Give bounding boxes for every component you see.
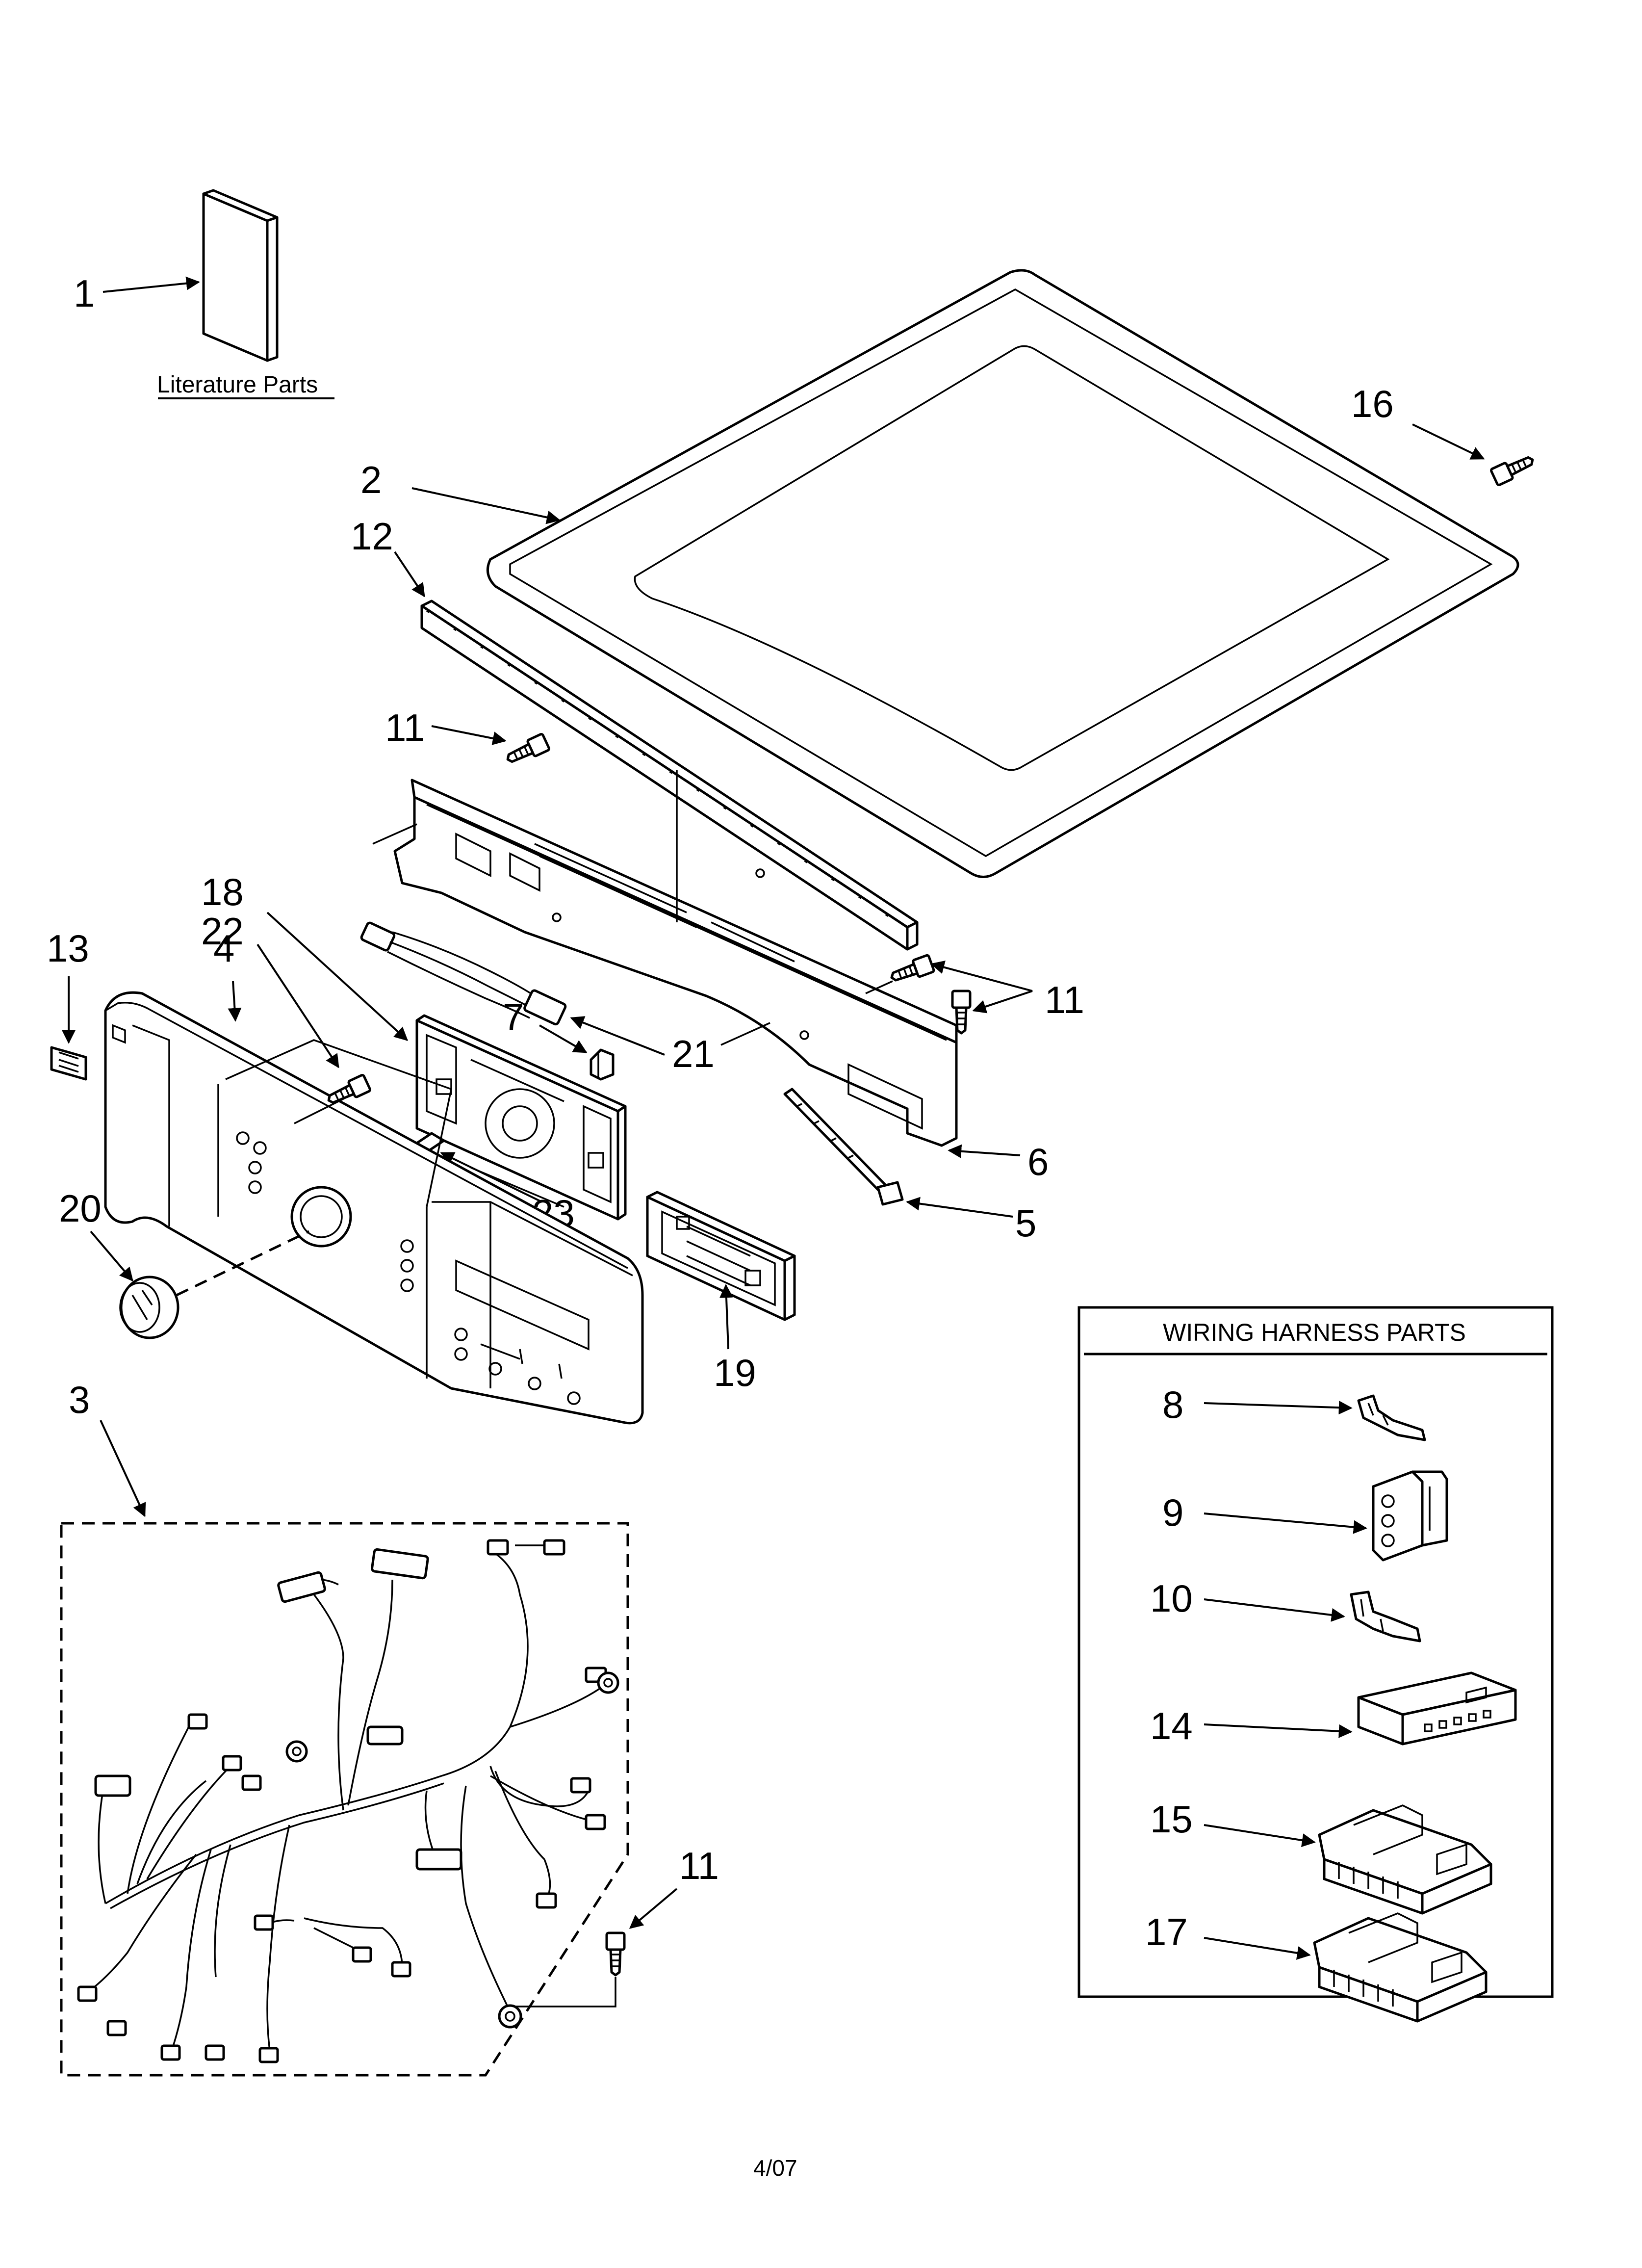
callout-9: 9 (1162, 1491, 1183, 1534)
terminal-10 (1350, 1590, 1421, 1642)
leader-12 (394, 551, 425, 598)
callout-19: 19 (714, 1351, 756, 1394)
callout-11-right: 11 (1045, 978, 1084, 1021)
leader-22 (257, 943, 339, 1069)
leader-10 (1204, 1598, 1345, 1622)
bracket-mount-line-right (865, 980, 893, 994)
leader-11-lower (629, 1888, 678, 1929)
badge-13 (50, 1046, 87, 1081)
leader-11-right-a (930, 961, 1033, 992)
wire-harness-3 (77, 1539, 619, 2063)
connector-17 (1313, 1912, 1488, 2023)
knob-20 (119, 1276, 180, 1339)
callout-11-lower: 11 (679, 1844, 719, 1887)
callout-13: 13 (47, 927, 89, 970)
screw-22-mount-line (294, 1098, 344, 1124)
connector-housing-9 (1372, 1470, 1448, 1562)
callout-3: 3 (69, 1378, 90, 1421)
leader-9 (1204, 1512, 1367, 1534)
leader-17 (1204, 1937, 1311, 1960)
leader-5 (906, 1197, 1013, 1218)
literature-booklet (202, 189, 279, 362)
leader-20 (90, 1230, 133, 1282)
callout-14: 14 (1150, 1704, 1193, 1747)
leader-7 (539, 1024, 588, 1053)
callout-21: 21 (672, 1032, 715, 1075)
leader-6 (948, 1144, 1021, 1158)
literature-parts-label: Literature Parts (157, 372, 318, 398)
leader-15 (1204, 1824, 1316, 1847)
callout-8: 8 (1162, 1383, 1183, 1426)
callout-1: 1 (74, 272, 95, 315)
callout-5: 5 (1015, 1201, 1036, 1245)
screw-16 (1490, 456, 1534, 486)
screw-11-lower-mount-line (505, 1977, 616, 2007)
screw-11-right-b (951, 990, 972, 1035)
bracket-mount-line-lower (720, 1022, 770, 1046)
callout-4: 4 (213, 927, 234, 970)
screw-11-right-a (890, 954, 935, 982)
callout-16: 16 (1351, 382, 1394, 425)
top-panel (486, 269, 1519, 878)
console-bracket-6 (393, 779, 958, 1147)
wiring-box-title: WIRING HARNESS PARTS (1163, 1319, 1466, 1346)
leader-1 (103, 276, 200, 293)
callout-20: 20 (59, 1187, 102, 1230)
knob-axis-line (176, 1230, 310, 1297)
wire-connector-21 (360, 921, 567, 1026)
callout-10: 10 (1150, 1577, 1193, 1620)
callout-17: 17 (1145, 1910, 1188, 1954)
leader-23 (440, 1152, 542, 1203)
callout-18: 18 (201, 870, 244, 913)
terminal-8 (1357, 1394, 1426, 1441)
leader-11-right-b (972, 990, 1033, 1014)
leader-8 (1204, 1401, 1353, 1415)
leader-18 (266, 912, 409, 1041)
bracket-mount-line-left (372, 823, 417, 845)
revision-date: 4/07 (753, 2155, 797, 2181)
leader-16 (1412, 423, 1485, 460)
leader-14 (1204, 1723, 1353, 1738)
interface-board-19 (646, 1191, 796, 1321)
callout-6: 6 (1027, 1140, 1049, 1183)
leader-19 (719, 1284, 733, 1350)
cable-tie-5 (783, 1088, 904, 1206)
leader-4 (228, 981, 242, 1022)
harness-boundary (60, 1522, 629, 2077)
callout-15: 15 (1150, 1798, 1193, 1841)
screw-11-lower (605, 1931, 626, 1977)
callout-11-upper: 11 (385, 706, 425, 749)
screw-11-upper (506, 733, 550, 763)
leader-11-upper (431, 725, 507, 745)
callout-7: 7 (503, 995, 524, 1039)
clip-7 (590, 1048, 615, 1081)
leader-21 (570, 1016, 665, 1056)
callout-22: 22 (201, 910, 244, 953)
control-board-18 (415, 1014, 627, 1221)
trim-strip-12 (420, 600, 919, 951)
leader-3 (100, 1420, 146, 1517)
callout-2: 2 (360, 458, 382, 501)
screw-22 (327, 1074, 371, 1104)
module-14 (1357, 1671, 1517, 1746)
wiring-harness-box (1078, 1306, 1554, 1998)
leader-2 (411, 487, 561, 524)
callout-12: 12 (351, 515, 393, 558)
connector-15 (1318, 1804, 1492, 1915)
